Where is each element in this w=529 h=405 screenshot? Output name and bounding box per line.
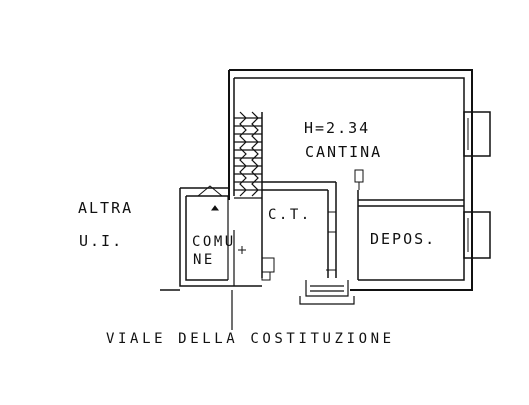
depos-label: DEPOS.	[370, 230, 437, 248]
altra-label: ALTRA	[78, 199, 134, 217]
comune-label-line2: NE	[193, 252, 215, 268]
outer-wall	[229, 69, 473, 291]
ct-label: C.T.	[268, 207, 312, 223]
depos-room-walls	[357, 190, 464, 280]
street-label: VIALE DELLA COSTITUZIONE	[106, 331, 395, 347]
comune-label-line1: COMU	[192, 234, 236, 250]
height-label: H=2.34	[304, 119, 371, 137]
inner-wall-outline	[234, 77, 465, 281]
window-right-top	[463, 111, 491, 157]
window-right-bottom	[463, 211, 491, 259]
ui-label: U.I.	[79, 232, 124, 250]
comune-area	[179, 185, 275, 330]
entrance-steps	[299, 280, 355, 305]
ct-room-walls	[261, 181, 337, 278]
staircase	[234, 111, 263, 210]
cantina-label: CANTINA	[305, 143, 383, 161]
